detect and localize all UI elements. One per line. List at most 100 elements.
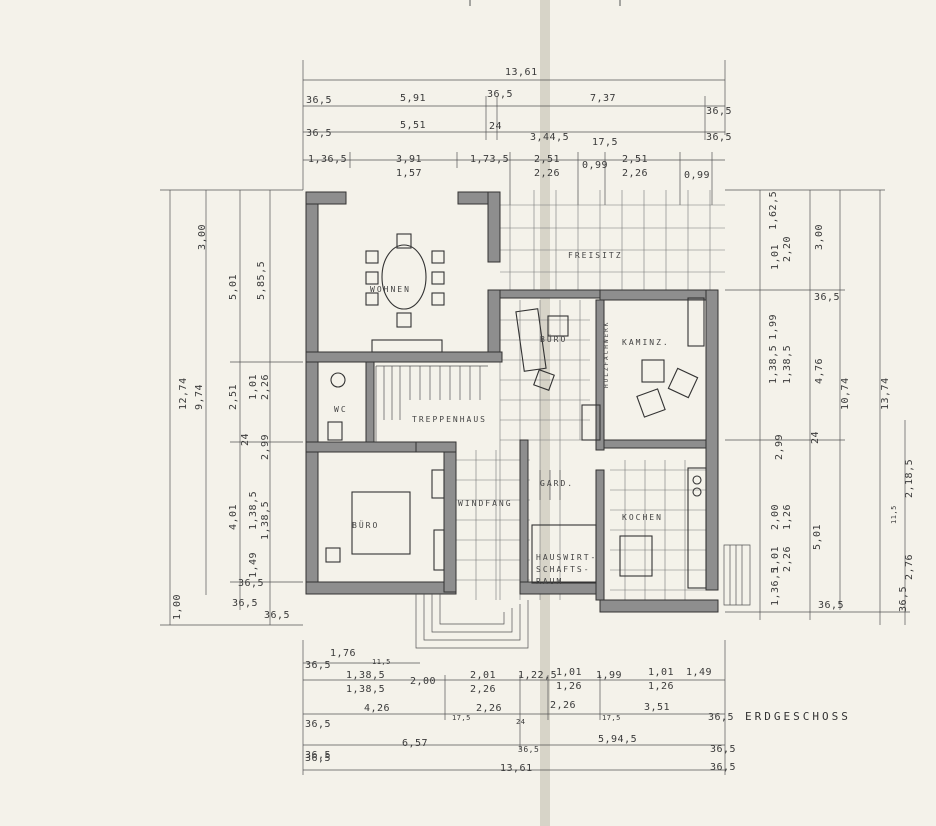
dim-left: 5,01 [228, 274, 239, 300]
dim-right: 3,00 [814, 224, 825, 250]
dim-left: 3,00 [197, 224, 208, 250]
dim-left: 36,5 [238, 578, 264, 589]
dim-bottom: 36,5 [710, 762, 736, 773]
room-label-treppenhaus: TREPPENHAUS [412, 415, 487, 424]
dim-bottom: 5,94,5 [598, 734, 637, 745]
dim-bottom: 36,5 [710, 744, 736, 755]
dim-top: 1,73,5 [470, 154, 509, 165]
walls [305, 191, 719, 613]
dim-left: 9,74 [194, 384, 205, 410]
room-label-wohnen: WOHNEN [370, 285, 411, 294]
dim-right: 1,38,5 [782, 345, 793, 384]
dim-bottom: 36,5 [305, 719, 331, 730]
room-kaminz: KAMINZ. HOLZFACHWERK [581, 297, 705, 441]
dim-bottom: 1,76 [330, 648, 356, 659]
dim-top: 2,26 [534, 168, 560, 179]
room-hauswirtschaftsraum: HAUSWIRT- SCHAFTS- RAUM [531, 524, 597, 586]
dim-right: 4,76 [814, 358, 825, 384]
dim-top: 1,57 [396, 168, 422, 179]
dim-left: 5,85,5 [256, 261, 267, 300]
dim-bottom: 17,5 [602, 714, 621, 722]
room-label-freisitz: FREISITZ [568, 251, 623, 260]
dim-right: 36,5 [814, 292, 840, 303]
dim-top: 3,91 [396, 154, 422, 165]
dim-right: 1,99 [768, 314, 779, 340]
room-windfang: WINDFANG GARD. [458, 470, 574, 508]
dim-left: 12,74 [178, 377, 189, 410]
room-label-windfang: WINDFANG [458, 499, 513, 508]
dim-right: 10,74 [840, 377, 851, 410]
dim-top: 7,37 [590, 93, 616, 104]
dim-left: 2,99 [260, 434, 271, 460]
dim-right: 2,76 [904, 554, 915, 580]
dim-bottom: 1,38,5 [346, 684, 385, 695]
dim-bottom: 36,5 [708, 712, 734, 723]
dim-bottom: 1,99 [596, 670, 622, 681]
dim-right: 1,01 [770, 546, 781, 572]
dim-top: 1,36,5 [308, 154, 347, 165]
dim-bottom: 3,51 [644, 702, 670, 713]
dim-top: 2,51 [534, 154, 560, 165]
bottom-dimensions: 36,5 1,76 11,5 1,38,5 1,38,5 2,00 2,01 2… [302, 640, 736, 775]
dim-left: 24 [240, 433, 251, 446]
dim-left: 1,38,5 [260, 501, 271, 540]
dim-right: 36,5 [818, 600, 844, 611]
dim-bottom: 11,5 [372, 658, 391, 666]
room-label-wc: WC [334, 405, 348, 414]
room-label-kaminz: KAMINZ. [622, 338, 670, 347]
dim-right: 24 [810, 431, 821, 444]
top-dimensions: 13,61 36,5 5,91 36,5 7,37 36,5 36,5 5,51… [302, 60, 732, 205]
dim-left: 4,01 [228, 504, 239, 530]
dim-top: 17,5 [592, 137, 618, 148]
dim-bottom: 17,5 [452, 714, 471, 722]
dim-bottom: 36,5 [305, 753, 331, 764]
dim-right: 13,74 [880, 377, 891, 410]
room-label-hausw-3: RAUM [536, 577, 563, 586]
dim-bottom: 1,26 [556, 681, 582, 692]
dim-top: 0,99 [684, 170, 710, 181]
dim-left: 1,00 [172, 594, 183, 620]
room-wohnen: WOHNEN [365, 233, 445, 353]
room-label-hausw-2: SCHAFTS- [536, 565, 591, 574]
dim-bottom: 36,5 [518, 745, 539, 754]
dim-right: 2,99 [774, 434, 785, 460]
dim-right: 1,36,5 [770, 567, 781, 606]
right-dimensions: 13,74 10,74 3,00 1,62,5 2,20 1,01 1,99 3… [725, 189, 915, 625]
dim-left: 1,01 [248, 374, 259, 400]
dim-bottom: 24 [516, 718, 525, 726]
dim-top: 24 [489, 121, 502, 132]
dim-top: 3,44,5 [530, 132, 569, 143]
dim-top: 36,5 [706, 132, 732, 143]
entrance-steps [415, 594, 529, 649]
dim-top: 36,5 [306, 95, 332, 106]
room-label-buero-bottom: BÜRO [352, 520, 379, 530]
dim-right: 2,18,5 [904, 459, 915, 498]
left-dimensions: 12,74 9,74 3,00 5,01 5,85,5 2,51 1,01 2,… [160, 189, 303, 626]
dim-top: 36,5 [306, 128, 332, 139]
room-kochen: KOCHEN [619, 467, 751, 606]
dim-top-total: 13,61 [505, 67, 538, 78]
room-label-holzfach: HOLZFACHWERK [603, 321, 610, 388]
dim-bottom: 2,26 [470, 684, 496, 695]
dim-right: 2,20 [782, 236, 793, 262]
dim-top: 2,51 [622, 154, 648, 165]
dim-right: 1,01 [770, 244, 781, 270]
dim-bottom: 1,49 [686, 667, 712, 678]
dim-right: 5,01 [812, 524, 823, 550]
dim-left: 36,5 [232, 598, 258, 609]
dim-bottom: 6,57 [402, 738, 428, 749]
terrace-grid: FREISITZ [500, 190, 725, 290]
dim-bottom: 36,5 [305, 750, 331, 761]
dim-left: 1,49 [248, 552, 259, 578]
dim-bottom: 1,38,5 [346, 670, 385, 681]
dim-right: 1,26 [782, 504, 793, 530]
dim-top: 36,5 [706, 106, 732, 117]
room-label-gard: GARD. [540, 479, 574, 488]
dim-bottom: 1,01 [648, 667, 674, 678]
staircase: TREPPENHAUS [375, 365, 488, 442]
room-wc: WC [327, 372, 348, 441]
dim-top: 2,26 [622, 168, 648, 179]
dim-bottom: 2,01 [470, 670, 496, 681]
dim-right: 2,00 [770, 504, 781, 530]
